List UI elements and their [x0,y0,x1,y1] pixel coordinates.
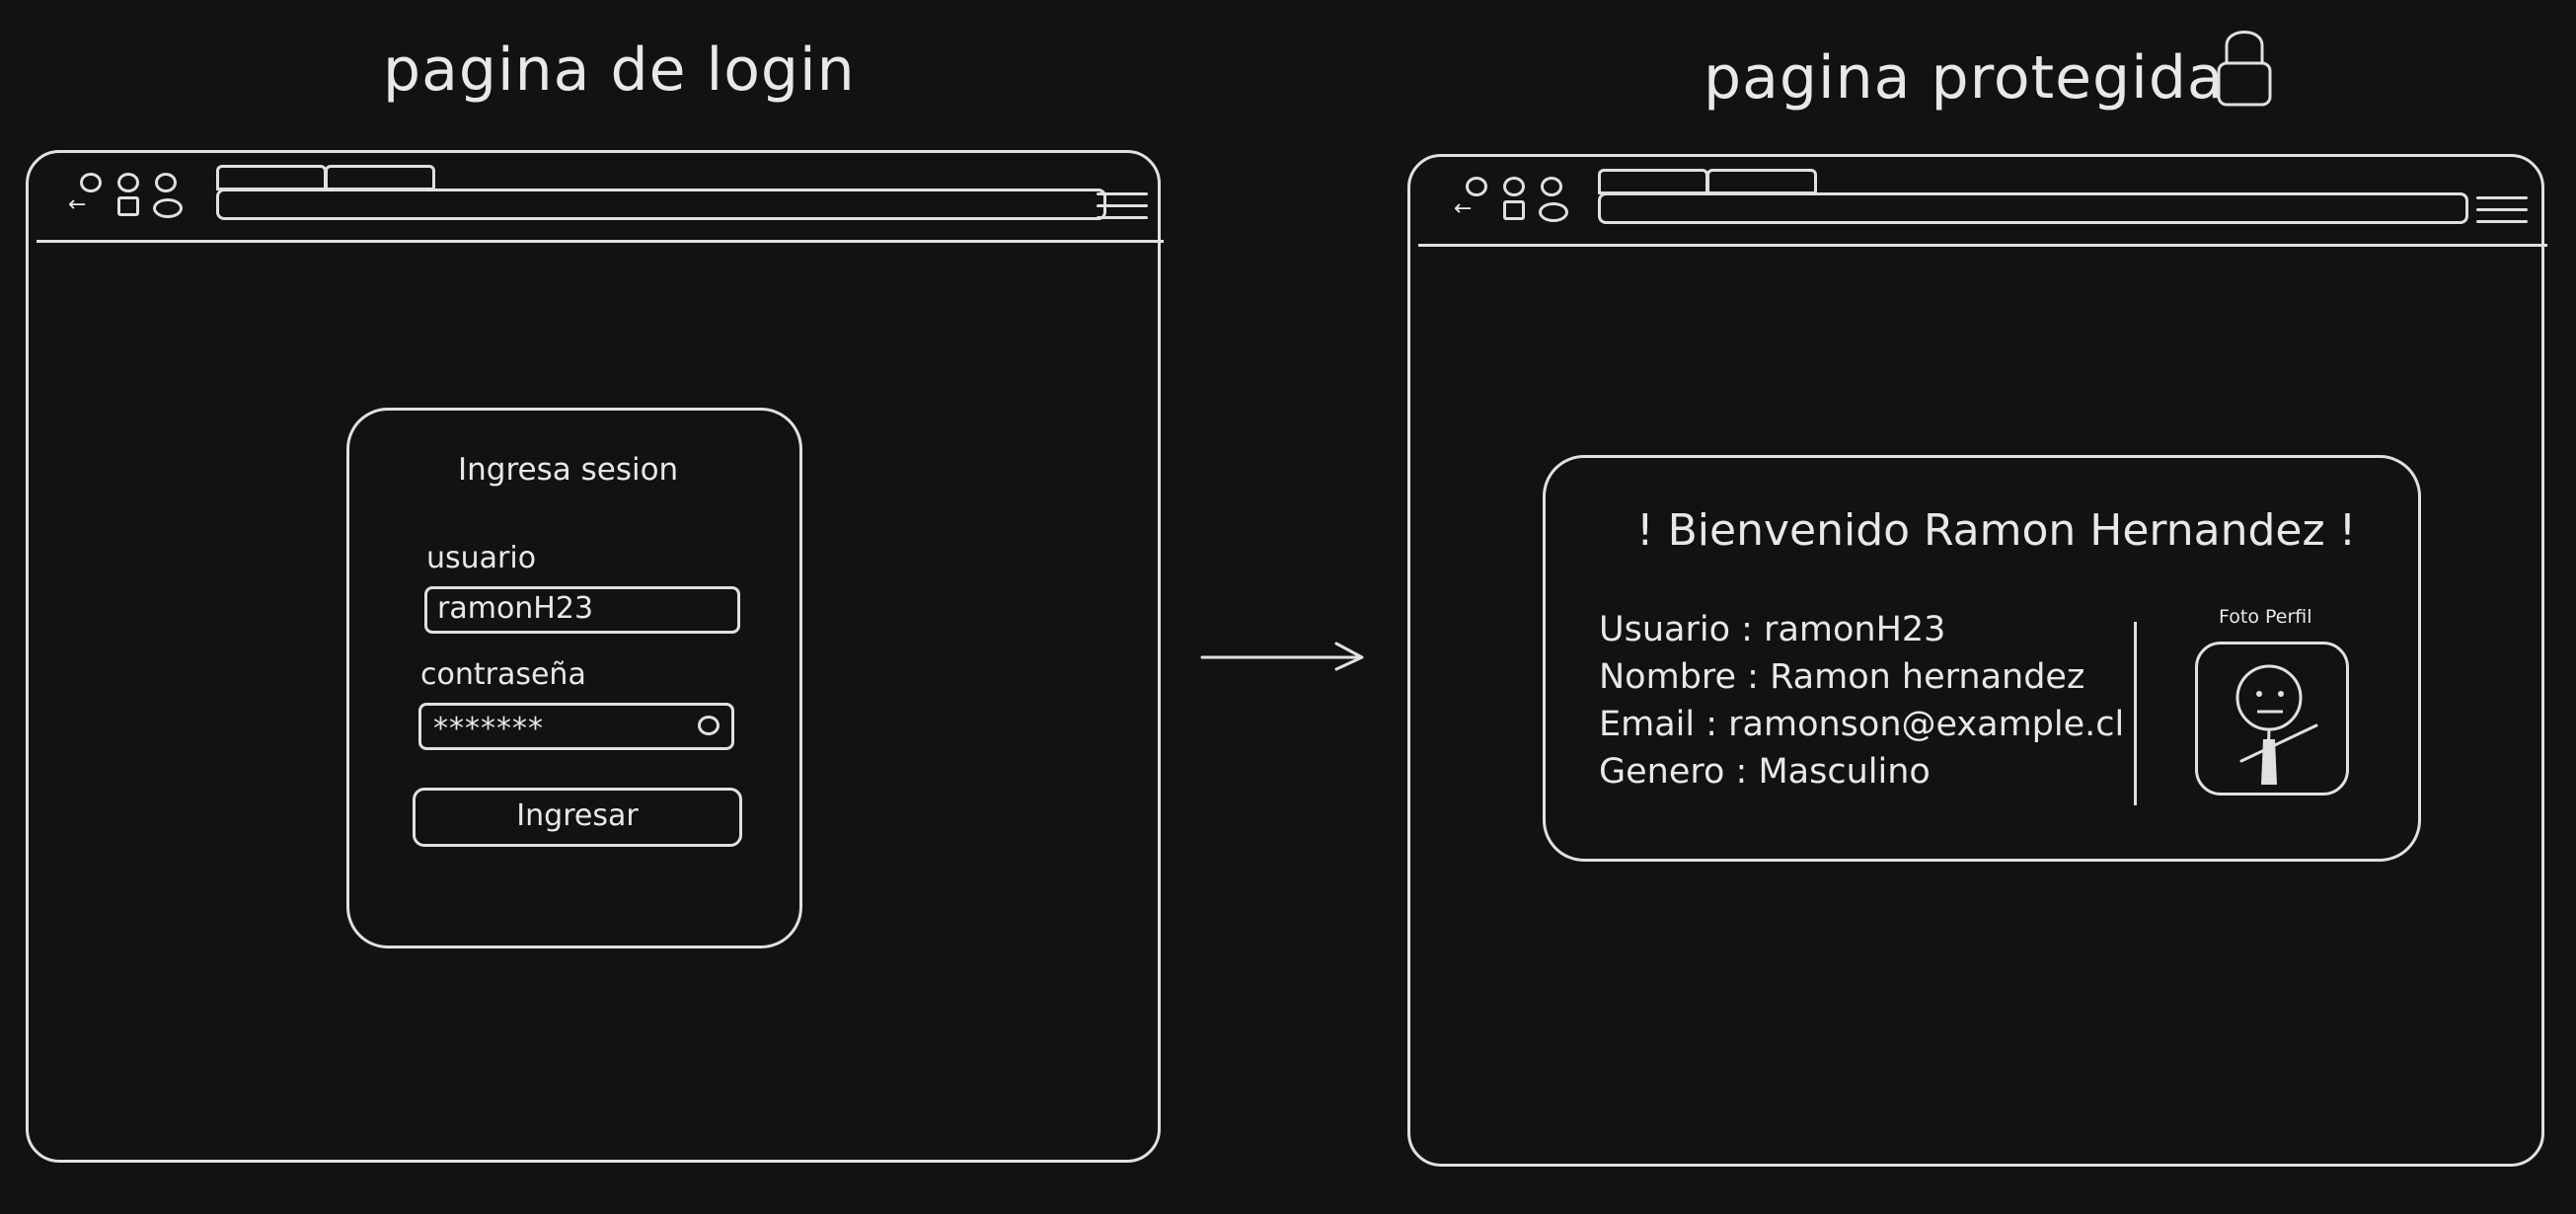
address-bar[interactable] [216,189,1106,220]
photo-label: Foto Perfil [2219,606,2312,628]
window-control-icon [155,173,177,192]
protected-page-title: pagina protegida [1704,43,2225,113]
password-field[interactable]: ******* [418,703,734,750]
browser-toolbar-divider [37,240,1164,243]
login-submit-label: Ingresar [516,798,639,833]
address-bar[interactable] [1598,192,2468,224]
browser-tab[interactable] [1706,169,1817,194]
oval-icon [1539,202,1568,222]
browser-tab[interactable] [216,165,327,190]
square-icon [117,196,139,216]
back-arrow-icon[interactable]: ← [68,192,87,217]
square-icon [1503,200,1525,220]
back-arrow-icon[interactable]: ← [1454,196,1473,221]
password-value: ******* [433,712,544,746]
info-email: Email : ramonson@example.cl [1599,705,2125,744]
login-page-title: pagina de login [383,36,856,105]
welcome-heading: ! Bienvenido Ramon Hernandez ! [1636,505,2357,556]
profile-photo-frame [2195,642,2349,796]
login-submit-button[interactable]: Ingresar [413,788,742,847]
browser-tab[interactable] [325,165,435,190]
username-field[interactable]: ramonH23 [424,586,740,634]
window-control-icon [1466,177,1487,196]
vertical-divider [2134,622,2137,805]
lock-icon [2217,31,2272,107]
profile-card: ! Bienvenido Ramon Hernandez ! Usuario :… [1543,455,2421,862]
browser-tab[interactable] [1598,169,1708,194]
info-usuario: Usuario : ramonH23 [1599,610,1946,649]
username-label: usuario [426,541,537,575]
login-card-title: Ingresa sesion [458,452,679,488]
hamburger-menu-icon[interactable] [2476,196,2528,226]
eye-icon[interactable] [698,716,720,735]
password-label: contraseña [420,657,586,692]
info-genero: Genero : Masculino [1599,752,1931,792]
browser-toolbar-divider [1418,244,2547,247]
info-nombre: Nombre : Ramon hernandez [1599,657,2085,697]
login-browser-window: ← Ingresa sesion usuario ramonH23 contra… [26,150,1164,1163]
hamburger-menu-icon[interactable] [1097,192,1148,222]
window-control-icon [1541,177,1562,196]
oval-icon [153,198,183,218]
window-control-icon [117,173,139,192]
window-control-icon [80,173,102,192]
stick-figure-avatar [2235,664,2318,786]
login-card: Ingresa sesion usuario ramonH23 contrase… [346,408,802,948]
arrow-right-icon [1200,642,1364,671]
protected-browser-window: ← ! Bienvenido Ramon Hernandez ! Usuario… [1407,154,2547,1167]
username-value: ramonH23 [437,591,594,626]
window-control-icon [1503,177,1525,196]
